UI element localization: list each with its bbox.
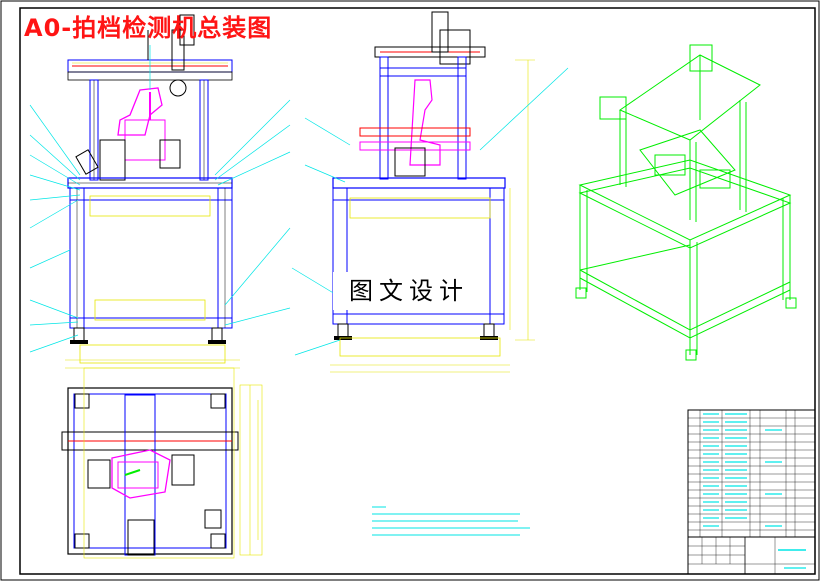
side-view (291, 11, 569, 373)
top-view (61, 367, 263, 559)
drawing-frame (19, 7, 816, 575)
technical-notes (372, 506, 530, 536)
isometric-view (575, 44, 797, 361)
drawing-title: A0-拍档检测机总装图 (24, 14, 273, 42)
title-block (687, 409, 816, 575)
watermark-label: 图文设计 (333, 272, 485, 310)
front-view (29, 14, 291, 369)
